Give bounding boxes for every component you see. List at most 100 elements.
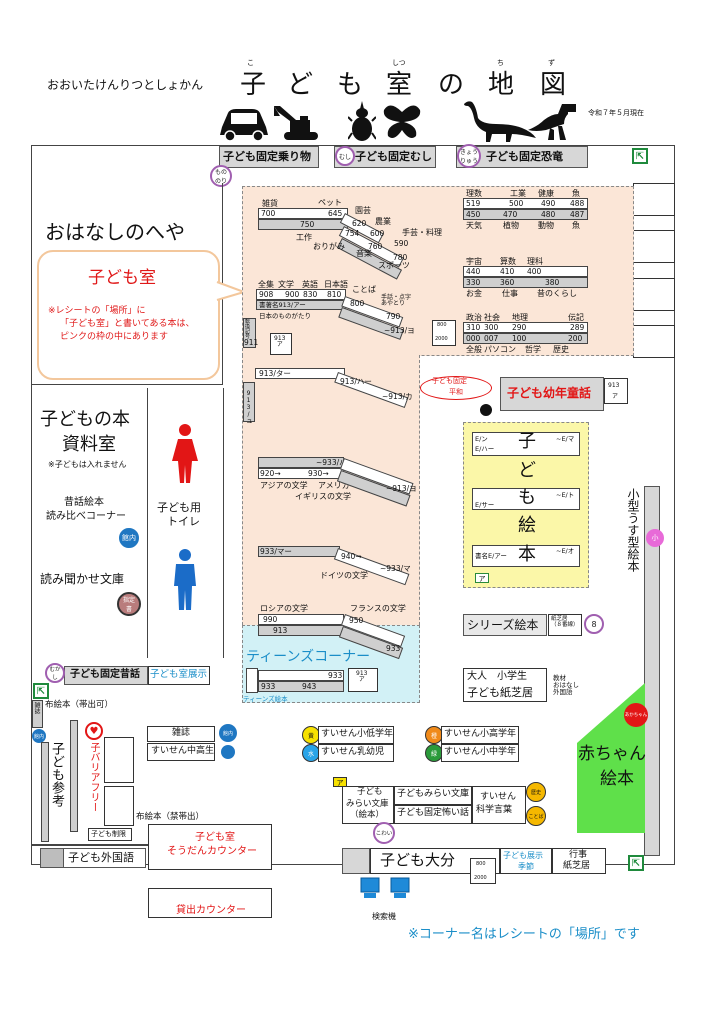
- picbook-shelf-2[interactable]: [472, 488, 580, 510]
- teens-label: ティーンズコーナー: [246, 649, 371, 665]
- shelf-number: 920→: [260, 469, 281, 478]
- shelf-number: 908: [259, 290, 274, 299]
- shelf-label: 工業: [510, 189, 526, 198]
- rekishi-badge: 歴史: [526, 782, 546, 802]
- shelf-330[interactable]: [463, 277, 588, 288]
- shelf-519[interactable]: [463, 198, 588, 209]
- shelf-label: 魚: [572, 189, 580, 198]
- shelf-label: ロシアの文学: [260, 604, 308, 613]
- shelf-label: 昔のくらし: [537, 289, 577, 298]
- picbook-shelf-3[interactable]: [472, 545, 580, 567]
- science-shelf[interactable]: [472, 786, 526, 824]
- shelf-number: 913: [608, 382, 620, 389]
- footer-note: ※コーナー名はレシートの「場所」です: [408, 927, 640, 942]
- shelf-450[interactable]: [463, 209, 588, 220]
- heiwa-bubble: [420, 376, 492, 400]
- search-terminal-icon[interactable]: [390, 877, 410, 899]
- shelf-number: 490: [541, 199, 556, 208]
- teens-shelf-933[interactable]: [258, 670, 344, 681]
- kids-large-left[interactable]: [342, 848, 370, 874]
- shelf-number: 810: [327, 290, 342, 299]
- kids-reference-shelf[interactable]: [41, 742, 49, 842]
- teens-shelf-943[interactable]: [258, 681, 344, 692]
- kids-restricted-box[interactable]: [88, 828, 132, 841]
- shelf-label: 英語: [302, 280, 318, 289]
- shelf-number: 780: [393, 253, 408, 262]
- checkout-counter[interactable]: [148, 888, 272, 918]
- shelf-number: ~E/マ: [556, 435, 575, 443]
- kids-fairy-shelf[interactable]: [500, 377, 604, 411]
- rec-highschool-shelf[interactable]: [147, 743, 215, 761]
- fixed-dino-label: 子ども固定恐竜: [486, 150, 563, 163]
- kids-toilet[interactable]: [148, 388, 224, 658]
- fixed-dino-shelf[interactable]: [456, 146, 588, 168]
- search-terminal-icon[interactable]: [360, 877, 380, 899]
- teens-shelf-side[interactable]: [246, 668, 258, 693]
- shelf-label: 政治: [466, 313, 482, 322]
- shelf-number: 519: [466, 199, 481, 208]
- cloth-books-nolend-label: 布絵本（禁帯出）: [136, 812, 205, 822]
- consult-counter[interactable]: [148, 824, 272, 870]
- kami-box[interactable]: [463, 668, 547, 702]
- tenkan-shelf[interactable]: [243, 318, 256, 348]
- picbook-char: 絵: [518, 515, 536, 536]
- shelf-label: 手話・点字 あやとり: [381, 294, 412, 307]
- shelf-number: 590: [394, 239, 409, 248]
- shelf-310[interactable]: [463, 322, 588, 333]
- mirai-label-1: 子ども: [357, 787, 383, 797]
- title-ruby: ず: [548, 59, 555, 67]
- shelf-label: 哲学: [525, 345, 541, 354]
- fixed-vehicles-shelf[interactable]: [219, 146, 319, 168]
- reference-room[interactable]: [31, 388, 148, 658]
- fixed-scary-shelf[interactable]: [394, 805, 472, 824]
- shelf-number: 500: [509, 199, 524, 208]
- small-box-800: [432, 320, 456, 346]
- window-box: [633, 278, 675, 311]
- teens-913a-box[interactable]: [348, 668, 378, 692]
- fixed-insects-label: 子ども固定むし: [355, 150, 432, 163]
- shelf-label: 植物: [503, 221, 519, 230]
- picbook-char: 本: [518, 544, 536, 565]
- rec-infant-shelf[interactable]: [318, 744, 394, 762]
- small-thin-books-shelf[interactable]: [644, 486, 660, 856]
- shelf-913-yu[interactable]: [243, 382, 255, 422]
- beetle-icon: [348, 101, 376, 141]
- shelf-913a-box[interactable]: [270, 333, 292, 355]
- series-books-shelf[interactable]: [463, 614, 547, 636]
- shelf-number: 943: [302, 682, 317, 691]
- fixed-insects-shelf[interactable]: [334, 146, 436, 168]
- emergency-exit-icon: ⇱: [632, 148, 648, 164]
- page-title: 子 こ ど も 室 しつ の 地 ち 図 ず: [240, 60, 580, 100]
- shelf-000[interactable]: [463, 333, 588, 344]
- barrier-free-shelf-left[interactable]: [70, 720, 78, 832]
- rec-elem-high-shelf[interactable]: [441, 726, 519, 744]
- kids-display2-shelf[interactable]: [500, 848, 552, 874]
- shelf-number: 645: [328, 209, 343, 218]
- fixed-scary-label: 子ども固定怖い話: [397, 808, 470, 818]
- shelf-label: 文学: [278, 280, 294, 289]
- science-label-2: 科学言葉: [476, 805, 513, 815]
- shelf-908[interactable]: [256, 289, 346, 300]
- shelf-label: ことば: [352, 285, 376, 294]
- cloth-books-shelf[interactable]: [32, 700, 43, 728]
- shelf-number: 007: [484, 334, 499, 343]
- date-note: 令和７年５月現在: [588, 109, 644, 117]
- rec-elem-mid-shelf[interactable]: [441, 744, 519, 762]
- shelf-913b[interactable]: [258, 625, 344, 636]
- shelf-label: 日本語: [324, 280, 348, 289]
- magazine-shelf[interactable]: [147, 726, 215, 742]
- kids-large-800-box[interactable]: [470, 858, 496, 884]
- shelf-number: ~933/マ: [380, 564, 411, 573]
- rec-elem-low-shelf[interactable]: [318, 726, 394, 744]
- mirai-picture-shelf[interactable]: [342, 786, 394, 824]
- mirai-bunko-shelf[interactable]: [394, 786, 472, 805]
- picbook-shelf-1[interactable]: [472, 432, 580, 456]
- event-kami-shelf[interactable]: [552, 848, 606, 874]
- kids-display-shelf[interactable]: [148, 666, 210, 685]
- shelf-440[interactable]: [463, 266, 588, 277]
- kids-fairy-913a[interactable]: [604, 378, 628, 404]
- picbook-rev-box[interactable]: [548, 614, 582, 636]
- checkout-label: 貸出カウンター: [176, 905, 246, 916]
- picbook-char: も: [518, 487, 536, 508]
- shelf-number: 913 ア: [356, 670, 368, 683]
